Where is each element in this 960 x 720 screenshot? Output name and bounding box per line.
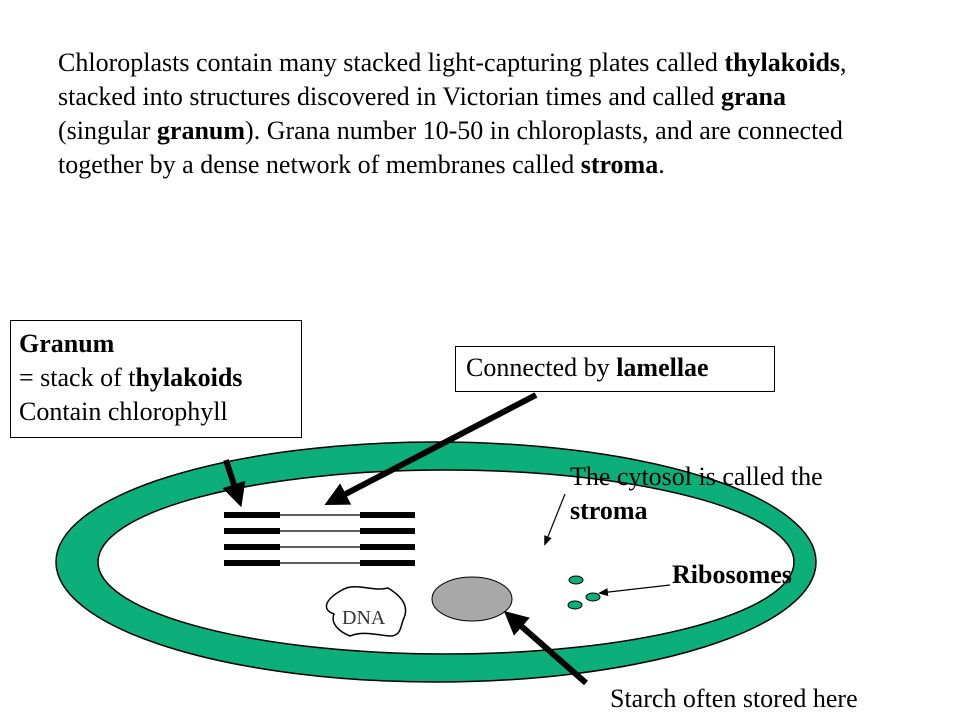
starch-arrow [503, 610, 588, 686]
stroma-label-line-1: The cytosol is called the [570, 462, 823, 491]
ribosomes-arrow [598, 584, 671, 597]
ribosomes [567, 575, 601, 610]
term-grana: grana [720, 82, 786, 111]
granum-line-2-prefix: = stack of t [19, 363, 136, 392]
ribosomes-label: Ribosomes [672, 560, 792, 589]
dna-squiggle [325, 586, 407, 637]
granum-arrow [222, 459, 246, 508]
granum-line-2: = stack of thylakoids [19, 361, 293, 395]
intro-text-1: Chloroplasts contain many stacked light-… [58, 48, 725, 77]
intro-text-5: . [658, 150, 665, 179]
term-granum: granum [156, 116, 246, 145]
intro-text-2: , stacked into structures discovered in … [58, 48, 847, 111]
granum-line-2-bold: hylakoids [135, 363, 243, 392]
granum-left-stack [224, 512, 280, 566]
granum-line-3: Contain chlorophyll [19, 397, 228, 426]
granum-right-stack [360, 512, 415, 566]
lamellae-bold: lamellae [616, 353, 709, 382]
term-thylakoids: thylakoids [724, 48, 841, 77]
stroma-label: The cytosol is called the stroma [570, 460, 823, 528]
intro-text-3: (singular [58, 116, 157, 145]
lamellae-prefix: Connected by [466, 353, 617, 382]
starch-label: Starch often stored here [610, 684, 858, 713]
stroma-arrow [544, 493, 566, 546]
dna-label: DNA [342, 607, 386, 629]
term-stroma: stroma [580, 150, 659, 179]
granum-title: Granum [19, 329, 115, 358]
intro-paragraph: Chloroplasts contain many stacked light-… [58, 46, 858, 182]
lamellae-callout: Connected by lamellae [455, 346, 775, 392]
granum-callout: Granum = stack of thylakoids Contain chl… [10, 320, 302, 438]
starch-granule [431, 576, 513, 622]
lamellae [280, 514, 360, 564]
stroma-label-line-2: stroma [570, 496, 648, 525]
intro-text-4: ). Grana number 10-50 in chloroplasts, a… [58, 116, 843, 179]
lamellae-arrow [324, 392, 538, 505]
